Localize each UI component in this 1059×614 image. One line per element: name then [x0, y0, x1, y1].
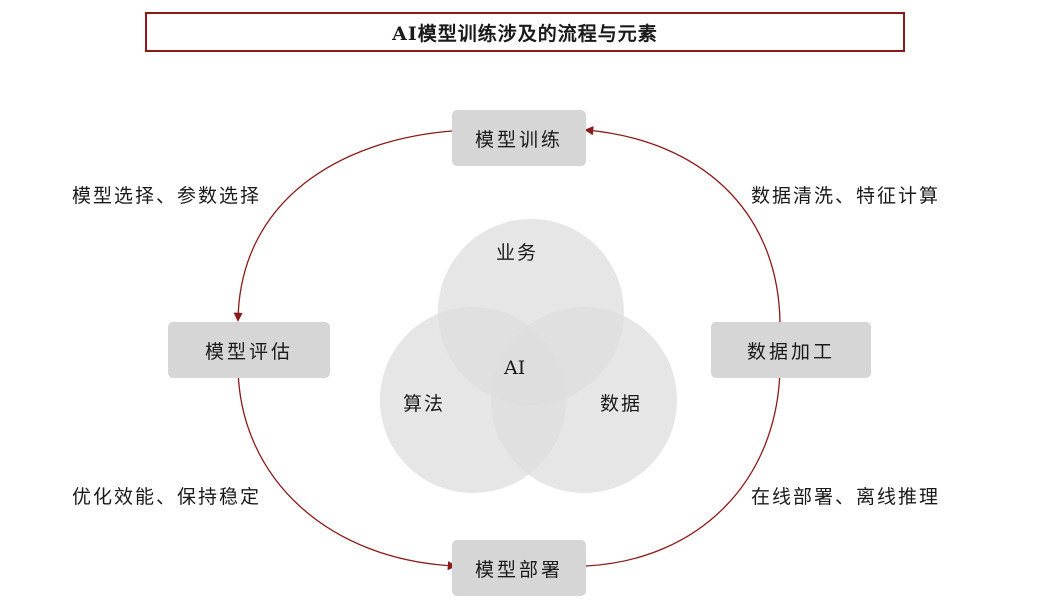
venn-label-business: 业务	[496, 242, 539, 264]
arc-evaluation-to-deployment	[237, 367, 457, 571]
node-model-training: 模型训练	[452, 110, 586, 166]
arc-processing-to-training	[584, 126, 781, 323]
node-model-evaluation: 模型评估	[168, 322, 330, 378]
edge-label-bottom-left: 优化效能、保持稳定	[72, 486, 262, 508]
edge-label-bottom-right: 在线部署、离线推理	[751, 486, 941, 508]
edge-label-top-left: 模型选择、参数选择	[72, 185, 262, 207]
venn-circle-data	[491, 307, 677, 493]
node-model-deployment: 模型部署	[452, 540, 586, 596]
node-data-processing: 数据加工	[711, 322, 871, 378]
arc-deployment-to-processing	[585, 366, 785, 567]
diagram-title: AI模型训练涉及的流程与元素	[145, 12, 905, 52]
venn-label-data: 数据	[600, 393, 643, 415]
venn-label-ai: AI	[504, 357, 526, 379]
edge-label-top-right: 数据清洗、特征计算	[751, 185, 941, 207]
venn-label-algorithm: 算法	[403, 393, 446, 415]
arc-training-to-evaluation	[233, 130, 453, 322]
